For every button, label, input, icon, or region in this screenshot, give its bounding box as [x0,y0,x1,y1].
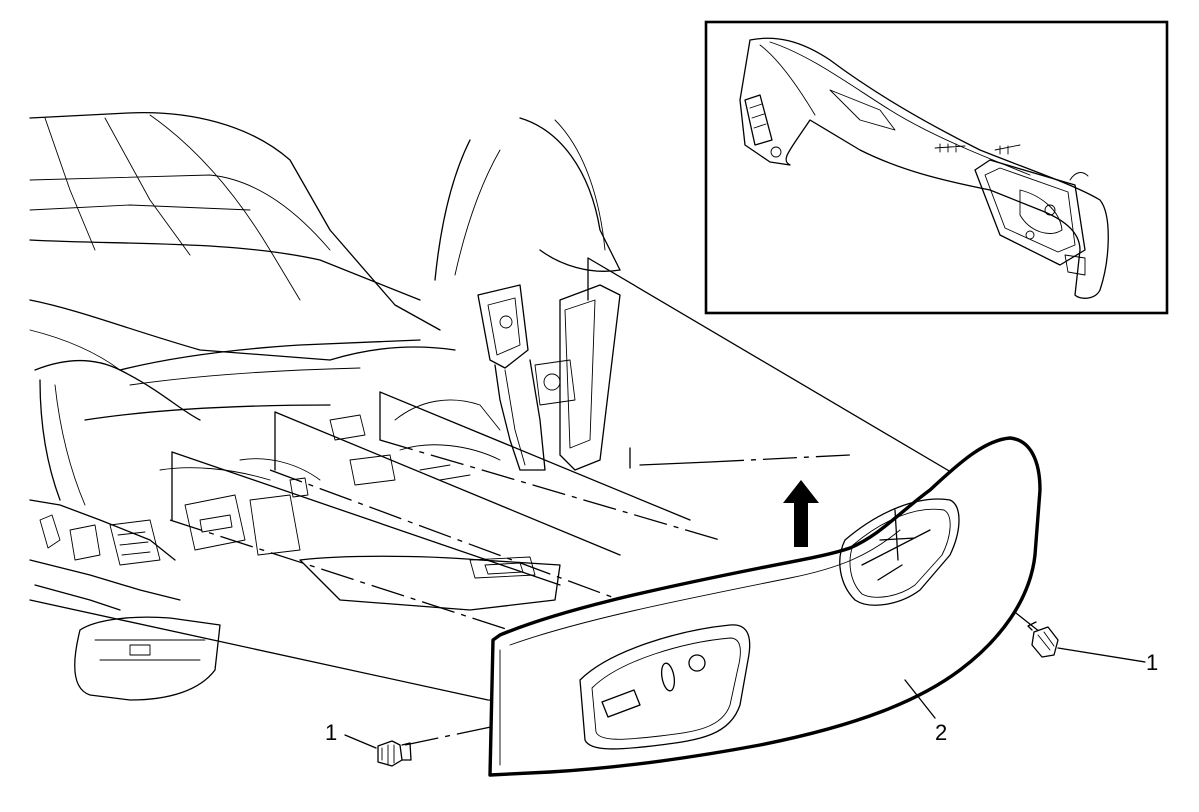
inset-detail [704,20,1169,315]
callout-panel: 2 [935,720,947,745]
inset-frame [704,20,1169,315]
callout-fastener-left: 1 [325,720,337,745]
callout-fastener-right: 1 [1146,650,1158,675]
leader-line-panel [904,679,936,719]
seat-side-panel [488,436,1042,777]
fastener-left [377,740,412,767]
leader-line-fastener-left [344,734,377,749]
arrow-up-icon [783,480,819,547]
leader-line-fastener-right [1057,647,1146,663]
fastener-right [1027,621,1059,658]
seat-assembly [29,111,621,701]
inset-panel-rear-view [739,37,1109,299]
seat-latch-bracket [477,284,621,471]
